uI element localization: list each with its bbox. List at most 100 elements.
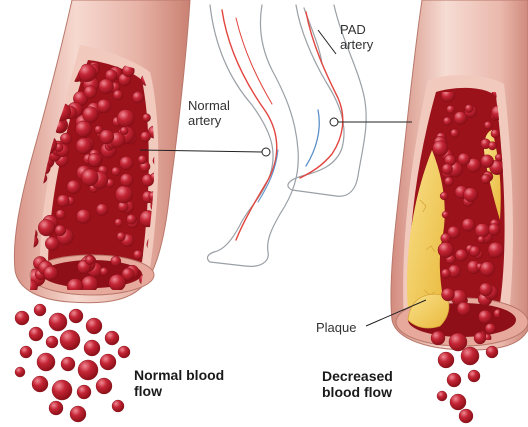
red-blood-cell <box>479 283 492 296</box>
red-blood-cell <box>111 167 120 176</box>
red-blood-cell <box>55 225 66 236</box>
pad-artery-label: PAD artery <box>340 22 373 52</box>
flowing-blood-cell <box>459 409 473 423</box>
flowing-blood-cell <box>438 352 454 368</box>
red-blood-cell <box>99 79 114 94</box>
red-blood-cell <box>120 127 128 135</box>
red-blood-cell <box>84 86 97 99</box>
red-blood-cell <box>76 121 92 137</box>
flowing-blood-cell <box>96 378 112 394</box>
normal-flow-cells <box>15 304 130 422</box>
red-blood-cell <box>27 126 39 138</box>
red-blood-cell <box>109 274 126 291</box>
flowing-blood-cell <box>37 353 55 371</box>
red-blood-cell <box>491 129 500 138</box>
red-blood-cell <box>465 104 473 112</box>
flowing-blood-cell <box>86 318 102 334</box>
flowing-blood-cell <box>84 340 100 356</box>
flowing-blood-cell <box>20 346 32 358</box>
flowing-blood-cell <box>437 391 447 401</box>
flowing-blood-cell <box>49 313 67 331</box>
flowing-blood-cell <box>15 367 25 377</box>
red-blood-cell <box>36 66 46 76</box>
flowing-blood-cell <box>105 331 119 345</box>
red-blood-cell <box>485 323 496 334</box>
red-blood-cell <box>142 114 150 122</box>
red-blood-cell <box>60 133 71 144</box>
decreased-blood-flow-label: Decreased blood flow <box>322 368 393 400</box>
red-blood-cell <box>458 153 470 165</box>
red-blood-cell <box>432 141 448 157</box>
red-blood-cell <box>462 218 475 231</box>
red-blood-cell <box>83 107 99 123</box>
red-blood-cell <box>45 237 59 251</box>
red-blood-cell <box>442 211 449 218</box>
red-blood-cell <box>120 173 133 186</box>
red-blood-cell <box>81 169 98 186</box>
red-blood-cell <box>115 219 123 227</box>
normal-blood-flow-label: Normal blood flow <box>134 367 224 399</box>
red-blood-cell <box>450 129 458 137</box>
red-blood-cell <box>481 174 491 184</box>
red-blood-cell <box>56 210 66 220</box>
red-blood-cell <box>37 100 46 109</box>
red-blood-cell <box>488 224 500 236</box>
flowing-blood-cell <box>29 327 43 341</box>
red-blood-cell <box>76 209 90 223</box>
red-blood-cell <box>140 131 150 141</box>
red-blood-cell <box>57 195 69 207</box>
flowing-blood-cell <box>32 376 48 392</box>
plaque-label: Plaque <box>316 320 356 335</box>
red-blood-cell <box>44 266 58 280</box>
flowing-blood-cell <box>461 347 479 365</box>
red-blood-cell <box>111 256 121 266</box>
red-blood-cell <box>442 288 455 301</box>
red-blood-cell <box>446 105 454 113</box>
flowing-blood-cell <box>468 370 480 382</box>
flowing-blood-cell <box>77 385 91 399</box>
flowing-blood-cell <box>112 400 124 412</box>
red-blood-cell <box>443 117 452 126</box>
flowing-blood-cell <box>486 346 498 358</box>
red-blood-cell <box>97 99 111 113</box>
red-blood-cell <box>441 269 450 278</box>
red-blood-cell <box>457 302 471 316</box>
red-blood-cell <box>464 188 478 202</box>
pad-label-leader <box>318 30 336 54</box>
red-blood-cell <box>441 233 451 243</box>
red-blood-cell <box>469 246 480 257</box>
red-blood-cell <box>495 154 503 162</box>
red-blood-cell <box>100 130 114 144</box>
flowing-blood-cell <box>46 336 58 348</box>
flowing-blood-cell <box>118 346 130 358</box>
red-blood-cell <box>478 236 485 243</box>
pad-artery-marker <box>330 118 338 126</box>
red-blood-cell <box>488 242 504 258</box>
red-blood-cell <box>88 153 101 166</box>
red-blood-cell <box>115 186 133 204</box>
red-blood-cell <box>488 142 496 150</box>
flowing-blood-cell <box>49 401 63 415</box>
red-blood-cell <box>481 155 494 168</box>
flowing-blood-cell <box>78 360 98 380</box>
flowing-blood-cell <box>60 330 80 350</box>
flowing-blood-cell <box>474 332 486 344</box>
flowing-blood-cell <box>447 373 461 387</box>
red-blood-cell <box>480 262 495 277</box>
red-blood-cell <box>113 90 123 100</box>
red-blood-cell <box>440 192 448 200</box>
flowing-blood-cell <box>61 357 75 371</box>
red-blood-cell <box>67 180 81 194</box>
red-blood-cell <box>34 53 47 66</box>
red-blood-cell <box>126 214 136 224</box>
red-blood-cell <box>100 267 108 275</box>
red-blood-cell <box>76 138 92 154</box>
flowing-blood-cell <box>431 331 445 345</box>
normal-artery-marker <box>262 148 270 156</box>
normal-artery-label: Normal artery <box>188 98 230 128</box>
red-blood-cell <box>120 156 134 170</box>
red-blood-cell <box>132 92 143 103</box>
red-blood-cell <box>38 219 55 236</box>
red-blood-cell <box>438 242 454 258</box>
